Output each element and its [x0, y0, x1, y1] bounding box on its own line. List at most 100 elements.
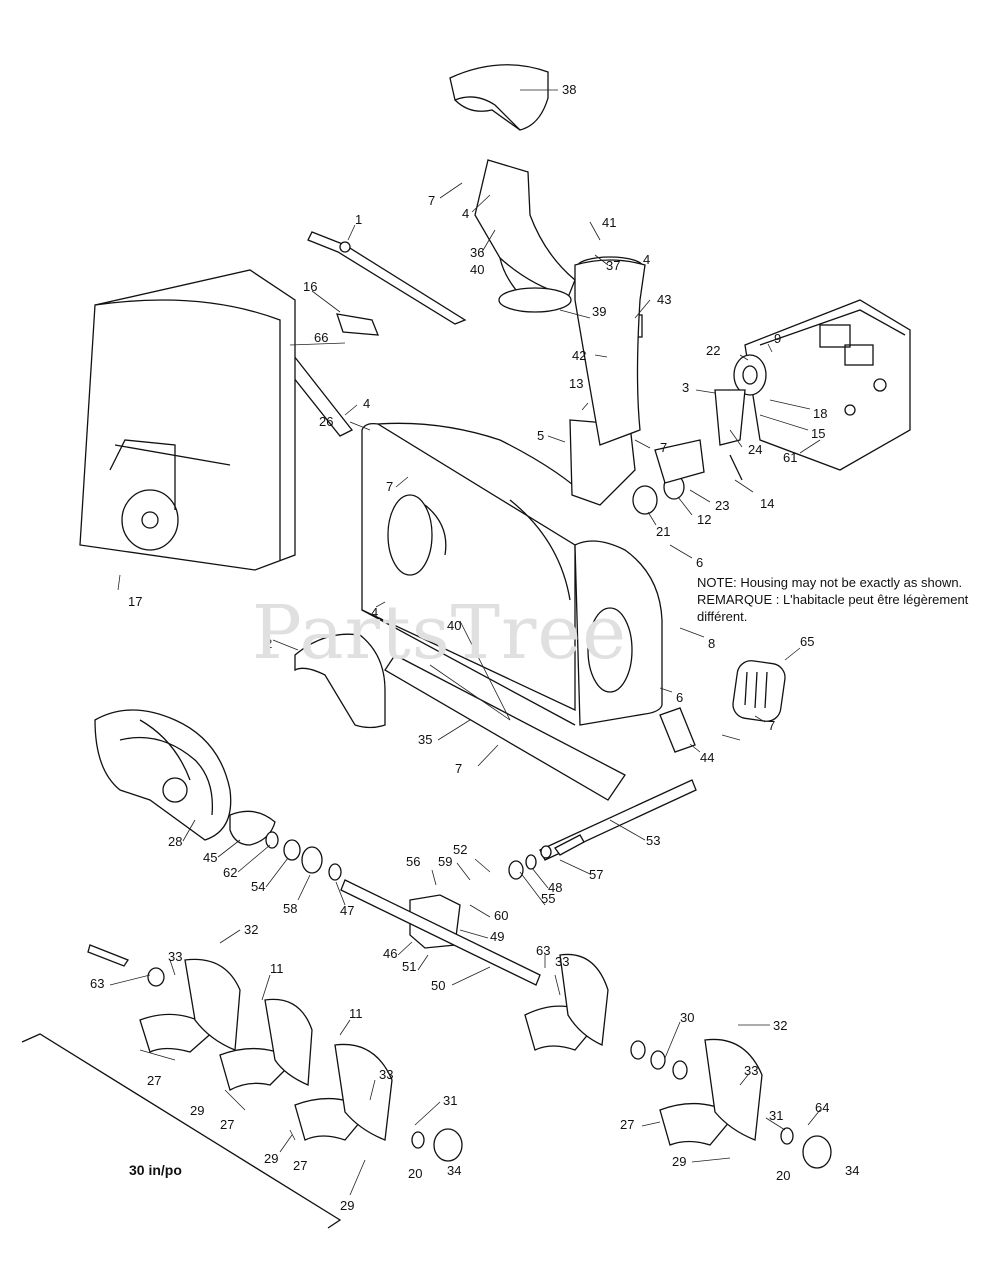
spring	[729, 454, 743, 481]
auger-right	[524, 953, 763, 1146]
callout-34: 34	[447, 1163, 461, 1178]
frame-assembly	[744, 299, 911, 471]
callout-6b: 6	[676, 690, 683, 705]
shaft-bracket	[336, 313, 379, 336]
note-line-3: différent.	[697, 609, 748, 624]
spacer	[650, 1050, 666, 1070]
callout-7c: 7	[660, 440, 667, 455]
skid-shoe	[659, 707, 696, 753]
callout-30: 30	[680, 1010, 694, 1025]
callout-47: 47	[340, 903, 354, 918]
leader-lines	[109, 89, 821, 1196]
callout-27d: 27	[620, 1117, 634, 1132]
callout-58: 58	[283, 901, 297, 916]
callout-31: 31	[443, 1093, 457, 1108]
washer	[328, 863, 342, 881]
worm-shaft	[554, 834, 585, 856]
callout-35: 35	[418, 732, 432, 747]
watermark: PartsTree	[252, 590, 627, 676]
callout-4d: 4	[371, 605, 378, 620]
callout-4: 4	[462, 206, 469, 221]
callout-31b: 31	[769, 1108, 783, 1123]
bearing-housing-left	[433, 1128, 463, 1162]
bearing-housing-right	[802, 1135, 832, 1169]
callout-40: 40	[470, 262, 484, 277]
callout-13: 13	[569, 376, 583, 391]
callout-29c: 29	[340, 1198, 354, 1213]
spacer	[672, 1060, 688, 1080]
bearing	[632, 485, 658, 515]
callout-33b: 33	[555, 954, 569, 969]
callout-3: 3	[682, 380, 689, 395]
callout-33c: 33	[379, 1067, 393, 1082]
callout-2: 2	[265, 636, 272, 651]
callout-12: 12	[697, 512, 711, 527]
callout-55: 55	[541, 891, 555, 906]
callout-33d: 33	[744, 1063, 758, 1078]
gear-housing-plate	[229, 810, 276, 846]
auger-shaft	[307, 231, 467, 325]
callout-53: 53	[646, 833, 660, 848]
callout-49: 49	[490, 929, 504, 944]
callout-56: 56	[406, 854, 420, 869]
callout-29: 29	[190, 1103, 204, 1118]
washer	[265, 831, 279, 849]
spacer	[147, 967, 165, 987]
callout-14: 14	[760, 496, 774, 511]
chute-deflector	[449, 64, 549, 131]
callout-52: 52	[453, 842, 467, 857]
scale-label: 30 in/po	[129, 1162, 182, 1178]
note-line-2: REMARQUE : L'habitacle peut être légèrem…	[697, 592, 969, 607]
washer	[525, 854, 537, 870]
callout-33: 33	[168, 949, 182, 964]
impeller	[94, 709, 232, 841]
callout-61: 61	[783, 450, 797, 465]
callout-54: 54	[251, 879, 265, 894]
callout-16: 16	[303, 279, 317, 294]
spacer	[630, 1040, 646, 1060]
callout-63: 63	[90, 976, 104, 991]
callout-27b: 27	[220, 1117, 234, 1132]
worm-gear	[508, 860, 524, 880]
callout-43: 43	[657, 292, 671, 307]
shaft-stub	[87, 944, 129, 967]
callout-labels: 38 7 4 36 40 41 37 4 43 39 42 1 16 66 4 …	[90, 82, 859, 1213]
callout-1: 1	[355, 212, 362, 227]
callout-7b: 7	[386, 479, 393, 494]
callout-26: 26	[319, 414, 333, 429]
callout-11: 11	[270, 961, 284, 976]
callout-45: 45	[203, 850, 217, 865]
callout-57: 57	[589, 867, 603, 882]
callout-28: 28	[168, 834, 182, 849]
callout-17: 17	[128, 594, 142, 609]
callout-62: 62	[223, 865, 237, 880]
callout-22: 22	[706, 343, 720, 358]
bearing-housing	[654, 439, 705, 484]
callout-27c: 27	[293, 1158, 307, 1173]
callout-20: 20	[408, 1166, 422, 1181]
callout-65: 65	[800, 634, 814, 649]
inset-housing	[79, 269, 296, 571]
auger-drive-shaft	[340, 879, 541, 986]
callout-32b: 32	[773, 1018, 787, 1033]
callout-59: 59	[438, 854, 452, 869]
callout-6: 6	[696, 555, 703, 570]
seal	[301, 846, 323, 874]
callout-20b: 20	[776, 1168, 790, 1183]
callout-66: 66	[314, 330, 328, 345]
callout-29d: 29	[672, 1154, 686, 1169]
callout-64: 64	[815, 1100, 829, 1115]
callout-29b: 29	[264, 1151, 278, 1166]
callout-39: 39	[592, 304, 606, 319]
impeller-cover	[294, 633, 386, 729]
housing-note: NOTE: Housing may not be exactly as show…	[697, 574, 987, 625]
callout-41: 41	[602, 215, 616, 230]
callout-8: 8	[708, 636, 715, 651]
callout-18: 18	[813, 406, 827, 421]
callout-24: 24	[748, 442, 762, 457]
discharge-chute	[474, 159, 576, 313]
callout-21: 21	[656, 524, 670, 539]
callout-23: 23	[715, 498, 729, 513]
callout-37: 37	[606, 258, 620, 273]
